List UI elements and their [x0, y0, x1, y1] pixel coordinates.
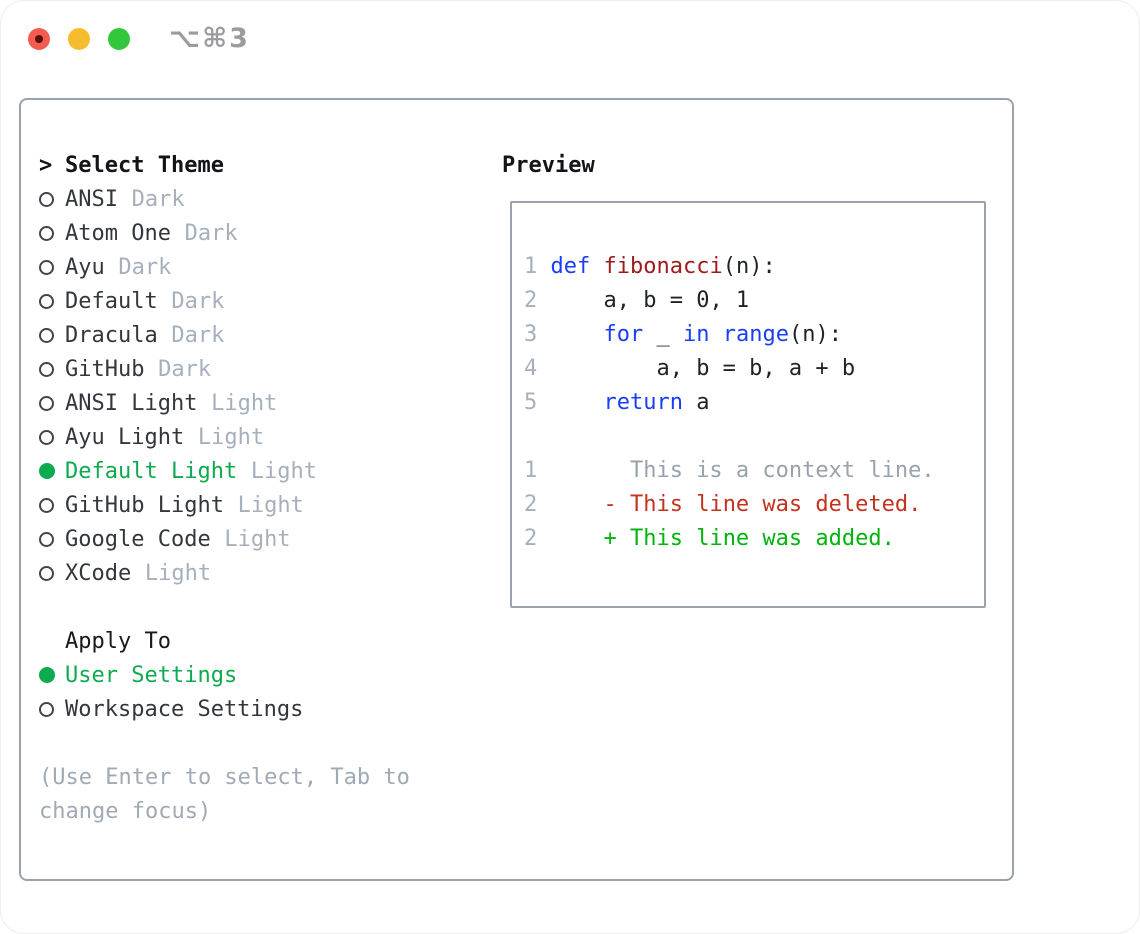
radio-icon	[39, 701, 54, 717]
code-line-3: 3 for _ in range(n):	[524, 321, 842, 347]
diff-deleted-line: 2 - This line was deleted.	[524, 491, 922, 517]
radio-icon	[39, 225, 54, 241]
record-dot-icon	[35, 35, 43, 43]
radio-icon	[39, 497, 54, 513]
zoom-button[interactable]	[108, 28, 130, 50]
radio-selected-icon	[39, 667, 55, 683]
prompt-icon: >	[39, 152, 53, 178]
radio-icon	[39, 327, 54, 343]
radio-icon	[39, 429, 54, 445]
theme-item-github-light[interactable]: GitHub Light Light	[39, 488, 410, 522]
diff-added-line: 2 + This line was added.	[524, 525, 895, 551]
theme-item-ansi-dark[interactable]: ANSI Dark	[39, 182, 410, 216]
hint-text-line2: change focus)	[39, 798, 212, 824]
preview-section: Preview 1 def fibonacci(n): 2 a, b = 0, …	[502, 148, 986, 608]
apply-to-header: Apply To	[39, 624, 410, 658]
apply-option-workspace-settings[interactable]: Workspace Settings	[39, 692, 410, 726]
theme-item-ayu-dark[interactable]: Ayu Dark	[39, 250, 410, 284]
hint-text-line1: (Use Enter to select, Tab to	[39, 764, 410, 790]
preview-title: Preview	[502, 152, 595, 178]
diff-context-line: 1 This is a context line.	[524, 457, 935, 483]
radio-icon	[39, 259, 54, 275]
spacer	[39, 590, 410, 624]
theme-item-github-dark[interactable]: GitHub Dark	[39, 352, 410, 386]
theme-item-google-code-light[interactable]: Google Code Light	[39, 522, 410, 556]
code-line-4: 4 a, b = b, a + b	[524, 355, 856, 381]
apply-to-title: Apply To	[65, 628, 171, 654]
theme-item-ansi-light[interactable]: ANSI Light Light	[39, 386, 410, 420]
minimize-button[interactable]	[68, 28, 90, 50]
spacer	[39, 726, 410, 760]
theme-picker-panel: > Select Theme ANSI Dark Atom One Dark A…	[19, 98, 1014, 881]
window-title: ⌥⌘3	[169, 23, 250, 54]
apply-option-user-settings[interactable]: User Settings	[39, 658, 410, 692]
theme-item-xcode-light[interactable]: XCode Light	[39, 556, 410, 590]
radio-icon	[39, 191, 54, 207]
radio-icon	[39, 565, 54, 581]
code-line-5: 5 return a	[524, 389, 710, 415]
select-theme-title: Select Theme	[65, 152, 224, 178]
theme-item-default-light[interactable]: Default Light Light	[39, 454, 410, 488]
theme-item-default-dark[interactable]: Default Dark	[39, 284, 410, 318]
window-controls	[28, 28, 130, 50]
theme-list-section: > Select Theme ANSI Dark Atom One Dark A…	[39, 148, 410, 828]
theme-item-ayu-light[interactable]: Ayu Light Light	[39, 420, 410, 454]
radio-icon	[39, 293, 54, 309]
radio-selected-icon	[39, 463, 55, 479]
close-button[interactable]	[28, 28, 50, 50]
radio-icon	[39, 395, 54, 411]
blank-line	[524, 419, 984, 453]
theme-item-dracula-dark[interactable]: Dracula Dark	[39, 318, 410, 352]
radio-icon	[39, 361, 54, 377]
radio-icon	[39, 531, 54, 547]
code-line-2: 2 a, b = 0, 1	[524, 287, 750, 313]
preview-code-box: 1 def fibonacci(n): 2 a, b = 0, 1 3 for …	[510, 201, 986, 608]
select-theme-header: > Select Theme	[39, 148, 410, 182]
code-line-1: 1 def fibonacci(n):	[524, 253, 776, 279]
theme-item-atom-one-dark[interactable]: Atom One Dark	[39, 216, 410, 250]
